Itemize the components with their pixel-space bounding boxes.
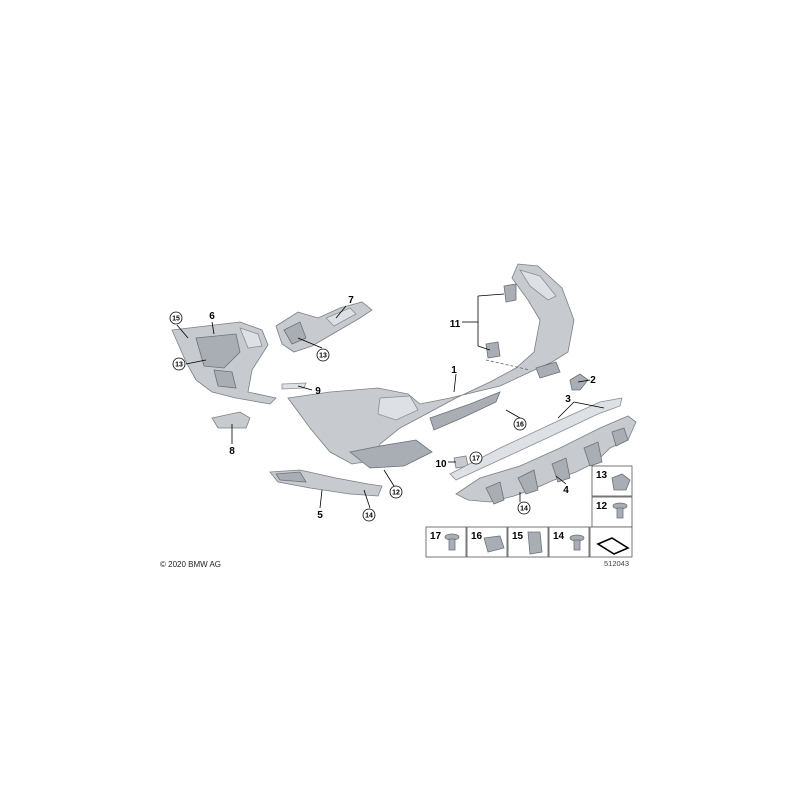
clip-part-9 xyxy=(281,382,307,390)
label-part-4: 4 xyxy=(563,485,569,496)
speed-nut-icon xyxy=(611,473,631,491)
label-part-2: 2 xyxy=(590,375,596,386)
svg-text:17: 17 xyxy=(430,531,442,542)
svg-text:12: 12 xyxy=(392,490,400,497)
bracket-part-6 xyxy=(171,321,277,405)
label-part-9: 9 xyxy=(315,386,321,397)
fastener-legend: 13 12 17 16 xyxy=(425,465,633,558)
push-rivet-icon xyxy=(612,502,628,519)
svg-text:13: 13 xyxy=(596,470,608,481)
label-part-1: 1 xyxy=(451,365,457,376)
clip-screw-icon xyxy=(444,533,460,551)
circled-label-12: 12 xyxy=(389,485,403,499)
circled-label-17: 17 xyxy=(469,451,483,465)
legend-tile-13: 13 xyxy=(591,465,633,497)
bumper-cover-part-1 xyxy=(287,263,575,469)
circled-label-13: 13 xyxy=(316,348,330,362)
svg-text:14: 14 xyxy=(365,513,373,520)
expanding-rivet-icon xyxy=(569,534,585,551)
trim-strip-part-3 xyxy=(449,397,623,481)
circled-label-13: 13 xyxy=(172,357,186,371)
svg-text:14: 14 xyxy=(520,506,528,513)
legend-tile-16: 16 xyxy=(466,526,508,558)
legend-tile-12: 12 xyxy=(591,496,633,528)
circled-label-14: 14 xyxy=(517,501,531,515)
copyright-text: © 2020 BMW AG xyxy=(160,560,221,569)
svg-text:15: 15 xyxy=(512,531,524,542)
label-part-8: 8 xyxy=(229,446,235,457)
legend-tile-17: 17 xyxy=(425,526,467,558)
circled-label-16: 16 xyxy=(513,417,527,431)
label-part-5: 5 xyxy=(317,510,323,521)
sleeve-nut-icon xyxy=(527,531,543,555)
svg-text:14: 14 xyxy=(553,531,565,542)
svg-text:12: 12 xyxy=(596,501,608,512)
legend-tile-symbol xyxy=(589,526,633,558)
tape-strip-icon xyxy=(596,537,630,555)
label-part-6: 6 xyxy=(209,311,215,322)
diagram-number: 512043 xyxy=(604,559,629,568)
label-part-11: 11 xyxy=(450,319,461,330)
clip-part-8 xyxy=(211,411,251,429)
circled-label-14: 14 xyxy=(362,508,376,522)
legend-tile-14: 14 xyxy=(548,526,590,558)
label-part-3: 3 xyxy=(565,394,571,405)
svg-text:17: 17 xyxy=(472,456,480,463)
svg-text:15: 15 xyxy=(172,316,180,323)
clip-nut-icon xyxy=(483,535,505,553)
svg-text:13: 13 xyxy=(175,362,183,369)
trim-strip-part-5 xyxy=(269,469,383,497)
leader-lines xyxy=(176,293,605,509)
diffuser-part-4 xyxy=(455,415,637,505)
clip-part-11 xyxy=(485,283,517,359)
legend-tile-15: 15 xyxy=(507,526,549,558)
svg-text:13: 13 xyxy=(319,353,327,360)
label-part-10: 10 xyxy=(435,459,447,470)
svg-text:16: 16 xyxy=(471,531,483,542)
bracket-part-7 xyxy=(275,301,373,353)
svg-text:16: 16 xyxy=(516,422,524,429)
circled-label-15: 15 xyxy=(169,311,183,325)
label-part-7: 7 xyxy=(348,295,354,306)
